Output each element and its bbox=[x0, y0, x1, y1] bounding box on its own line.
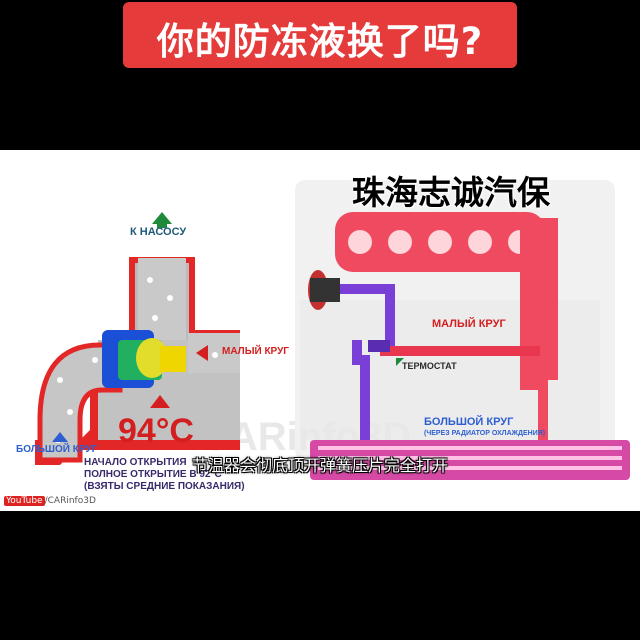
illustration: CARinfo3D bbox=[35, 180, 630, 480]
blue-arrow-up bbox=[52, 432, 68, 442]
cold-pipe-top bbox=[335, 284, 395, 346]
youtube-logo: YouTube bbox=[4, 496, 45, 506]
label-bolshoy-krug-right: БОЛЬШОЙ КРУГ bbox=[424, 416, 514, 428]
radiator-fins bbox=[318, 446, 622, 470]
small-circle-branch bbox=[380, 346, 540, 356]
label-maly-krug-left: МАЛЫЙ КРУГ bbox=[222, 346, 289, 357]
valve-plate bbox=[160, 346, 186, 372]
termostat-marker bbox=[396, 358, 404, 366]
video-subtitle: 节温器会彻底顶开弹簧压片完全打开 bbox=[191, 456, 448, 475]
red-arrow-left bbox=[196, 345, 208, 361]
cold-pipe-down bbox=[352, 340, 370, 440]
cylinder-jacket bbox=[335, 212, 545, 272]
caption-line-3: (ВЗЯТЫ СРЕДНИЕ ПОКАЗАНИЯ) bbox=[84, 481, 245, 492]
source-credit: YouTube/CARinfo3D bbox=[4, 496, 96, 506]
label-k-nasosu: К НАСОСУ bbox=[130, 226, 187, 238]
red-arrow-up bbox=[150, 395, 170, 408]
label-termostat: ТЕРМОСТАТ bbox=[402, 361, 457, 371]
caption-line-2: ПОЛНОЕ ОТКРЫТИЕ В 92°C bbox=[84, 469, 222, 480]
channel-name: /CARinfo3D bbox=[44, 496, 96, 506]
title-text: 你的防冻液换了吗? bbox=[156, 20, 484, 63]
termostat-body-right bbox=[368, 340, 390, 352]
shop-watermark: 珠海志诚汽保 bbox=[352, 173, 550, 212]
label-bolshoy-krug-sub: (ЧЕРЕЗ РАДИАТОР ОХЛАЖДЕНИЯ) bbox=[424, 430, 546, 437]
hot-pipe-right bbox=[520, 218, 558, 450]
video-frame[interactable]: CARinfo3D bbox=[0, 150, 640, 511]
cap-neck bbox=[310, 278, 340, 302]
green-arrow-up bbox=[152, 212, 172, 224]
label-bolshoy-krug-left: БОЛЬШОЙ КРУГ bbox=[16, 444, 98, 455]
label-maly-krug-right: МАЛЫЙ КРУГ bbox=[432, 318, 506, 330]
caption-line-1: НАЧАЛО ОТКРЫТИЯ bbox=[84, 457, 187, 468]
temperature-value: 94°C bbox=[118, 412, 194, 450]
title-banner: 你的防冻液换了吗? bbox=[123, 2, 517, 68]
